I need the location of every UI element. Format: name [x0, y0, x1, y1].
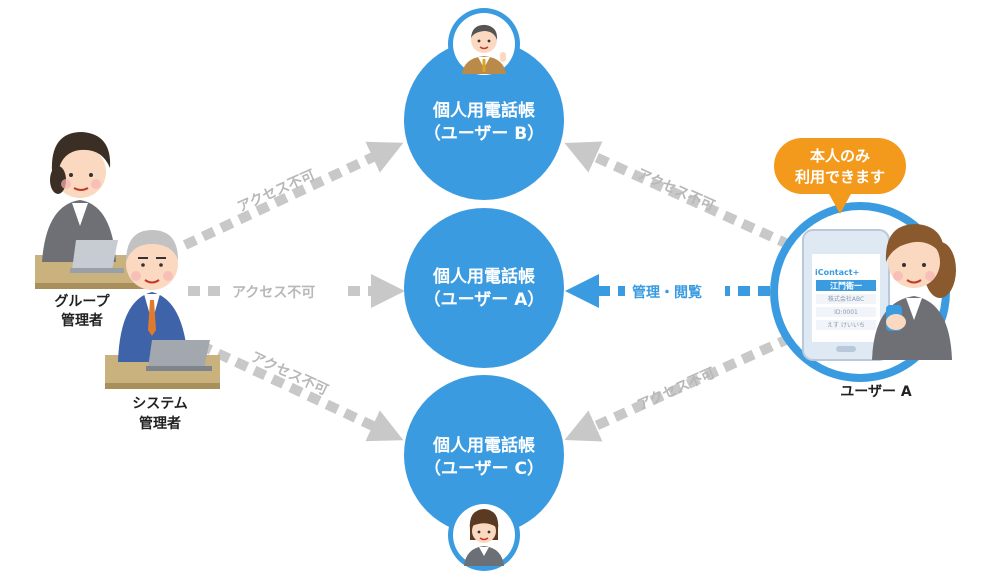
system-admin-label-line1: システム	[132, 396, 188, 412]
arrow-user-to-b: アクセス不可	[564, 141, 793, 250]
phonebook-a-owner: （ユーザー A）	[424, 289, 545, 310]
bubble-line2: 利用できます	[795, 168, 885, 186]
group-admin-label-line2: 管理者	[61, 312, 103, 329]
arrow-admin-to-c: アクセス不可	[197, 340, 404, 442]
user-a-label: ユーザー A	[840, 384, 912, 400]
arrow-user-to-c: アクセス不可	[564, 333, 793, 442]
phone-brand: iContact+	[815, 268, 859, 277]
group-admin-label-line1: グループ	[54, 293, 110, 310]
arrow-label-deny-user-b: アクセス不可	[634, 166, 717, 215]
only-self-bubble: 本人のみ 利用できます	[774, 138, 906, 214]
phone-contact-name: 江鬥衛一	[830, 281, 862, 291]
phonebook-b-title: 個人用電話帳	[432, 100, 535, 121]
bubble-line1: 本人のみ	[810, 147, 870, 165]
phonebook-c-owner: （ユーザー C）	[424, 458, 544, 479]
phonebook-c-title: 個人用電話帳	[432, 435, 535, 456]
phonebook-user-a: 個人用電話帳 （ユーザー A）	[404, 208, 564, 368]
phonebook-user-c: 個人用電話帳 （ユーザー C）	[404, 375, 564, 535]
arrow-label-manage: 管理・閲覧	[632, 284, 702, 301]
arrow-user-to-a: 管理・閲覧	[564, 273, 770, 309]
phone-kana: えす けいいち	[827, 322, 865, 329]
phonebook-b-owner: （ユーザー B）	[424, 123, 545, 144]
phone-company: 株式会社ABC	[828, 295, 864, 303]
phonebook-user-b: 個人用電話帳 （ユーザー B）	[404, 40, 564, 200]
user-c-avatar-icon	[448, 499, 520, 571]
arrow-admin-to-b: アクセス不可	[182, 141, 404, 250]
arrow-admin-to-a: アクセス不可	[188, 273, 406, 309]
user-b-avatar-icon	[448, 8, 520, 80]
arrow-label-deny-a: アクセス不可	[232, 285, 315, 301]
arrow-label-deny-user-c: アクセス不可	[635, 365, 718, 414]
phone-id: ID:0001	[834, 309, 858, 316]
system-admin-illustration-icon	[105, 230, 220, 389]
phone-icon: iContact+ 江鬥衛一 株式会社ABC ID:0001 えす けいいち	[802, 229, 890, 361]
phonebook-a-title: 個人用電話帳	[432, 266, 535, 287]
user-a-avatar-icon: iContact+ 江鬥衛一 株式会社ABC ID:0001 えす けいいち	[770, 202, 956, 382]
system-admin-label-line2: 管理者	[139, 415, 181, 432]
